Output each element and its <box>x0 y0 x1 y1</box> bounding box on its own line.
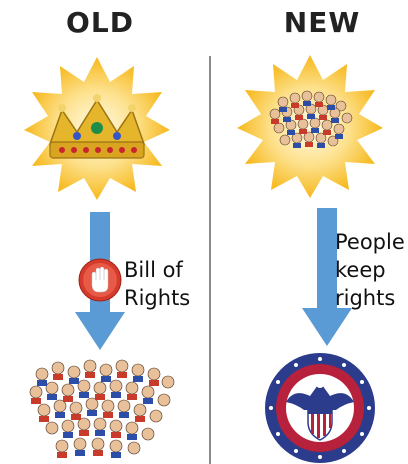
column-divider <box>209 56 211 464</box>
down-arrow-icon-new <box>302 208 352 346</box>
crown-icon <box>48 94 146 159</box>
crown-sun-icon <box>24 57 170 200</box>
crowd-sun-icon <box>237 55 383 198</box>
label-bill-of-rights: Bill of Rights <box>124 258 191 310</box>
title-new: NEW <box>283 6 361 39</box>
eagle-seal-icon <box>265 353 375 463</box>
crowd-icon <box>269 90 353 148</box>
stop-hand-icon <box>78 258 122 302</box>
crowd-icon-old <box>29 359 175 458</box>
label-people-keep-rights: People keep rights <box>335 230 405 310</box>
title-old: OLD <box>66 6 134 39</box>
